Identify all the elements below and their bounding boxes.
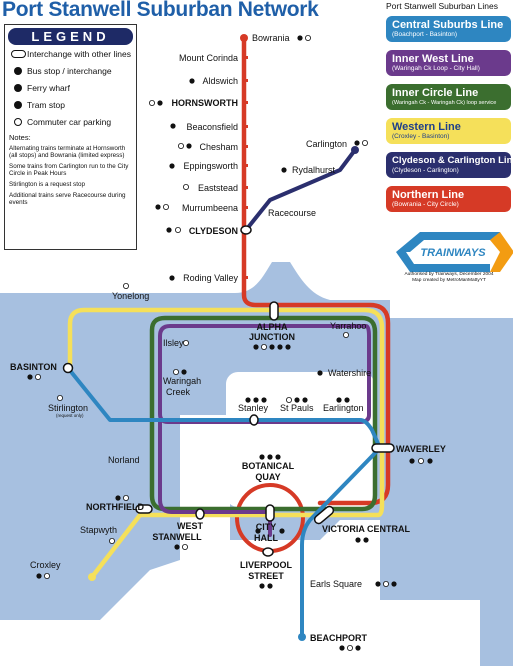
- line-inner-circle: Inner Circle Line (Waringah Ck - Waringa…: [386, 84, 511, 110]
- station-liverpool-street-1: LIVERPOOL: [240, 560, 293, 570]
- notes-heading: Notes:: [9, 133, 31, 142]
- station-liverpool-street-2: STREET: [248, 571, 284, 581]
- station-alpha-junction-1: ALPHA: [257, 322, 288, 332]
- station-northfield: NORTHFIELD: [86, 502, 144, 512]
- parking-icon: [14, 118, 22, 126]
- station-botanical-quay-1: BOTANICAL: [242, 461, 295, 471]
- clydeson-carlington-line: [244, 148, 357, 232]
- station-norland: Norland: [108, 455, 140, 465]
- station-ilsley: Ilsley: [163, 338, 184, 348]
- page-title: Port Stanwell Suburban Network: [2, 0, 319, 21]
- route-lines: [66, 35, 391, 639]
- legend-heading: LEGEND: [8, 28, 133, 45]
- line-central-suburbs: Central Suburbs Line (Boachport - Basint…: [386, 16, 511, 42]
- credit-text: Authorised by Trainways, December 2004 M…: [404, 272, 494, 283]
- station-mount-corinda: Mount Corinda: [179, 53, 238, 63]
- line-northern: Northern Line (Bowrania - City Circle): [386, 186, 511, 212]
- western-line: [67, 307, 385, 580]
- line-inner-west: Inner West Line (Waringah Ck Loop - City…: [386, 50, 511, 76]
- station-eaststead: Eaststead: [198, 183, 238, 193]
- station-watershire: Watershire: [328, 368, 371, 378]
- station-aldswich: Aldswich: [202, 76, 238, 86]
- station-st-pauls: St Pauls: [280, 403, 314, 413]
- ferry-icon: [14, 84, 22, 92]
- station-botanical-quay-2: QUAY: [255, 472, 280, 482]
- station-earlington: Earlington: [323, 403, 364, 413]
- station-waverley: WAVERLEY: [396, 444, 446, 454]
- bus-icon: [14, 67, 22, 75]
- lines-panel-title: Port Stanwell Suburban Lines: [386, 1, 498, 11]
- station-carlington: Carlington: [306, 139, 347, 149]
- facility-icons: [27, 35, 433, 652]
- central-suburbs-line: [66, 366, 382, 639]
- station-stanley: Stanley: [238, 403, 269, 413]
- station-west-stanwell-1: WEST: [177, 521, 204, 531]
- station-waringah-creek-2: Creek: [166, 387, 191, 397]
- station-earls-square: Earls Square: [310, 579, 362, 589]
- station-city-hall-1: CITY: [256, 522, 277, 532]
- station-roding-valley: Roding Valley: [183, 273, 238, 283]
- legend-notes: Notes: Alternating trains terminate at H…: [9, 134, 132, 207]
- legend-item-tram: Tram stop: [9, 100, 132, 110]
- legend-item-interchange: Interchange with other lines: [9, 49, 132, 59]
- station-west-stanwell-2: STANWELL: [152, 532, 202, 542]
- station-beachport: BEACHPORT: [310, 633, 368, 643]
- legend-item-ferry: Ferry wharf: [9, 83, 132, 93]
- station-racecourse: Racecourse: [268, 208, 316, 218]
- tram-icon: [14, 101, 22, 109]
- water-body: [0, 262, 513, 666]
- station-croxley: Croxley: [30, 560, 61, 570]
- station-hornsworth: HORNSWORTH: [172, 98, 239, 108]
- station-beaconsfield: Beaconsfield: [186, 122, 238, 132]
- station-clydeson: CLYDESON: [189, 226, 238, 236]
- line-clydeson-carlington: Clydeson & Carlington Line (Clydeson - C…: [386, 152, 513, 178]
- station-victoria-central: VICTORIA CENTRAL: [322, 524, 411, 534]
- station-chesham: Chesham: [199, 142, 238, 152]
- trainways-wordmark: TRAINWAYS: [420, 247, 486, 259]
- station-stirlington: Stirlington: [48, 403, 88, 413]
- legend-item-bus: Bus stop / interchange: [9, 66, 132, 76]
- note-3: Stirlington is a request stop: [9, 180, 85, 188]
- station-rydalhurst: Rydalhurst: [292, 165, 336, 175]
- line-western: Western Line (Croxley - Basinton): [386, 118, 511, 144]
- note-1: Alternating trains terminate at Hornswor…: [9, 144, 126, 160]
- station-basinton: BASINTON: [10, 362, 57, 372]
- station-eppingsworth: Eppingsworth: [183, 161, 238, 171]
- station-stirlington-note: (request only): [56, 413, 84, 418]
- legend-panel: LEGEND Interchange with other lines Bus …: [4, 24, 137, 250]
- trainways-logo: TRAINWAYS: [396, 232, 513, 272]
- note-4: Additional trains serve Racecourse durin…: [9, 191, 126, 207]
- interchange-icon: [10, 50, 26, 58]
- inner-circle-line: [149, 315, 378, 512]
- station-yonelong: Yonelong: [112, 291, 149, 301]
- station-yarrahoo: Yarrahoo: [330, 321, 366, 331]
- station-markers: [62, 34, 395, 641]
- station-city-hall-2: HALL: [254, 533, 278, 543]
- station-murrumbeena: Murrumbeena: [182, 203, 238, 213]
- note-2: Some trains from Carlington run to the C…: [9, 162, 129, 178]
- legend-item-parking: Commuter car parking: [9, 117, 132, 127]
- station-stapwyth: Stapwyth: [80, 525, 117, 535]
- station-waringah-creek-1: Waringah: [163, 376, 201, 386]
- station-bowrania: Bowrania: [252, 33, 290, 43]
- station-alpha-junction-2: JUNCTION: [249, 332, 295, 342]
